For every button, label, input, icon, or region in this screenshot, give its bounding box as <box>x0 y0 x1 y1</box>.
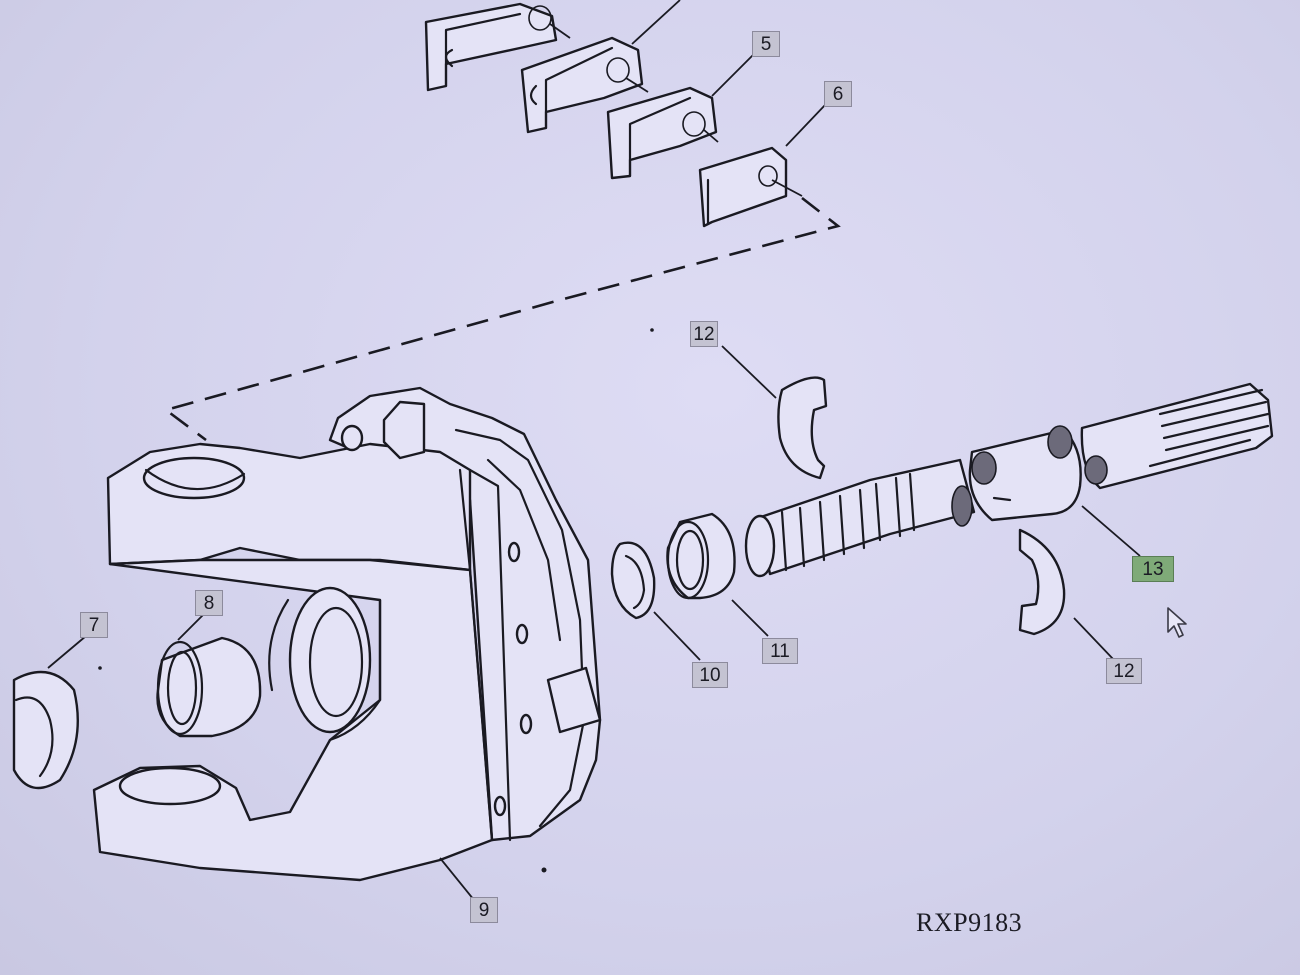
assembly-dashed-line <box>163 196 841 442</box>
callout-12-bottom: 12 <box>1106 658 1142 684</box>
plate-6 <box>698 103 827 228</box>
callout-6: 6 <box>824 81 852 107</box>
callout-13: 13 <box>1132 556 1174 582</box>
callout-12-top: 12 <box>690 321 718 347</box>
speck <box>650 328 654 332</box>
lock-half-12-top <box>721 345 828 480</box>
callout-8: 8 <box>195 590 223 616</box>
snap-ring-10 <box>610 541 701 661</box>
bushing-8 <box>156 613 262 738</box>
callout-10: 10 <box>692 662 728 688</box>
bearing-block-2 <box>520 0 681 134</box>
coupling-13 <box>968 382 1274 557</box>
callout-11: 11 <box>762 638 798 664</box>
speck <box>98 666 102 670</box>
callout-5: 5 <box>752 31 780 57</box>
splined-shaft <box>744 458 976 578</box>
figure-code: RXP9183 <box>916 908 1023 937</box>
bearing-block-5 <box>606 53 755 180</box>
mouse-pointer-icon <box>1167 607 1187 638</box>
yoke-housing-9 <box>92 386 602 901</box>
collar-11 <box>666 512 769 637</box>
speck <box>541 867 547 873</box>
bearing-block-top-left <box>424 2 571 92</box>
callout-7: 7 <box>80 612 108 638</box>
lock-half-12-bottom <box>1018 528 1115 661</box>
seal-ring-7 <box>12 635 87 790</box>
callout-9: 9 <box>470 897 498 923</box>
